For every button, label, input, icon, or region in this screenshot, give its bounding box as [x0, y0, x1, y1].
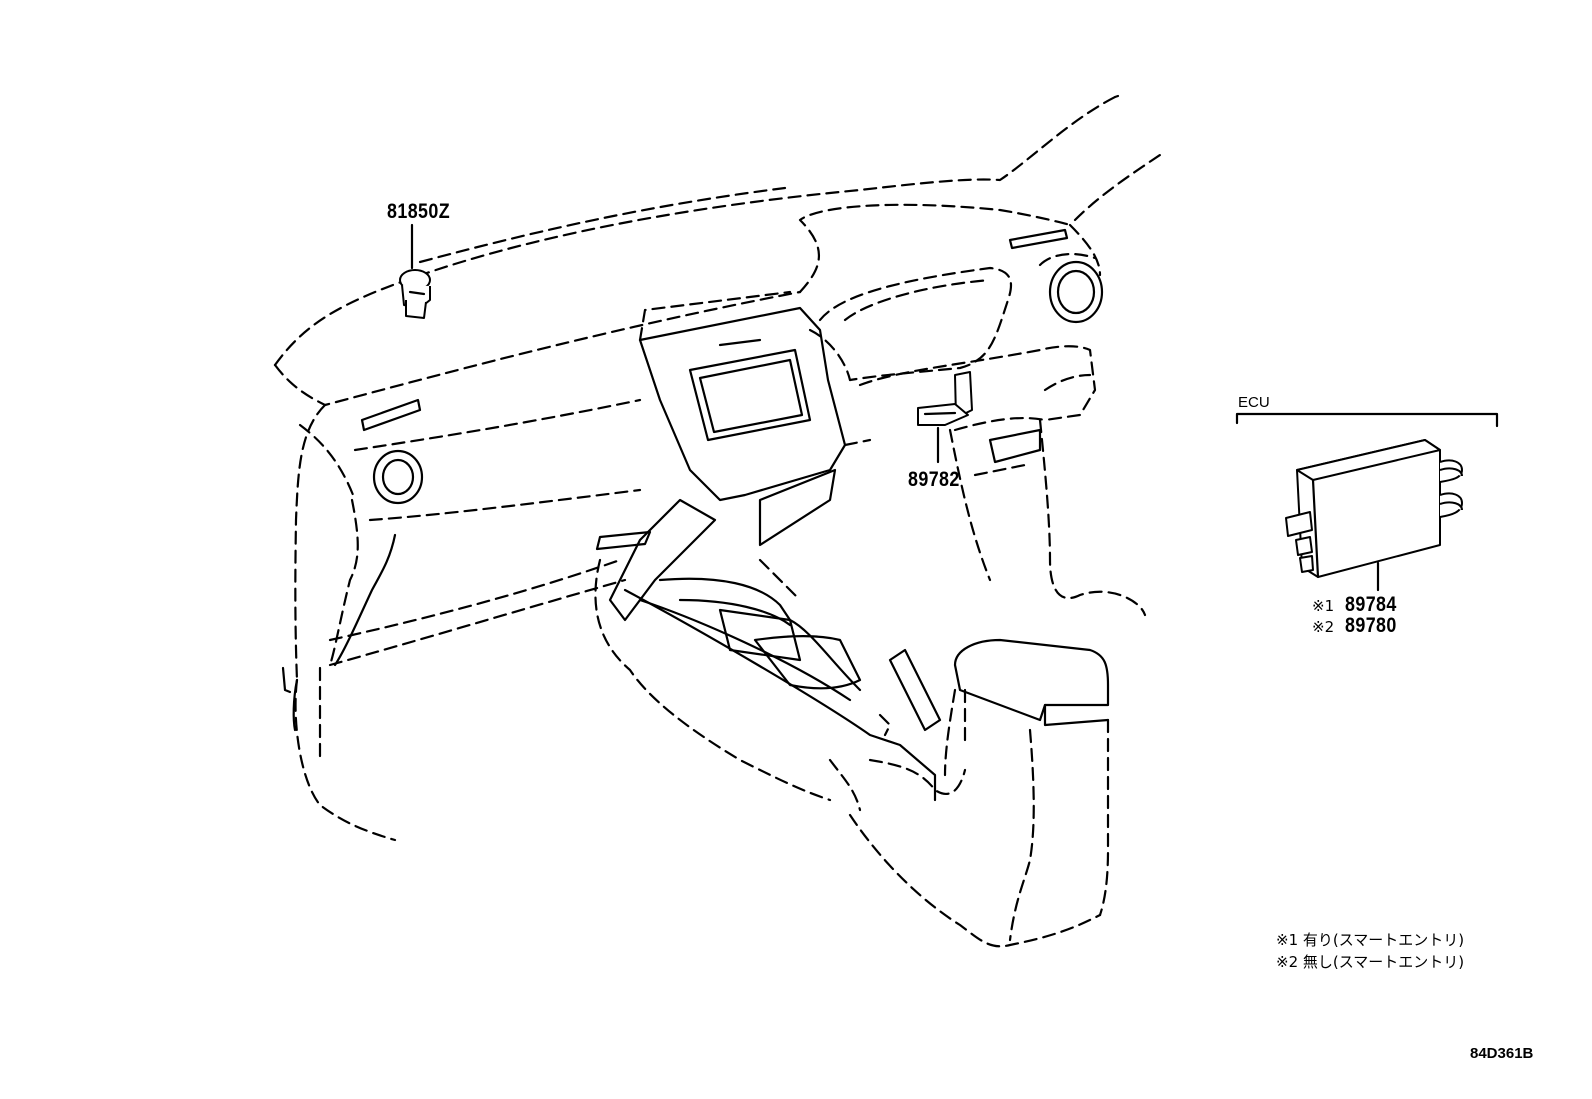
footnote-1: ※1 有り(スマートエントリ) [1276, 931, 1465, 949]
ecu-title-label: ECU [1238, 394, 1270, 411]
part-number-81850z: 81850Z [387, 200, 451, 223]
clip-part-81850z [399, 223, 431, 319]
ecu-group [1235, 412, 1499, 592]
diagram-reference-id: 84D361B [1470, 1045, 1534, 1062]
footnote-2: ※2 無し(スマートエントリ) [1276, 953, 1465, 971]
ecu-variant-2: ※2 89780 [1312, 614, 1405, 638]
dashboard-outline [273, 94, 1162, 948]
part-number-89780: 89780 [1344, 614, 1397, 637]
ecu-variant-1: ※1 89784 [1312, 593, 1405, 617]
part-number-89782: 89782 [908, 468, 960, 491]
ecu-variant-1-mark: ※1 [1312, 597, 1335, 615]
ecu-variant-2-mark: ※2 [1312, 618, 1335, 636]
sensor-part-89782 [917, 371, 973, 464]
part-number-89784: 89784 [1344, 593, 1397, 616]
